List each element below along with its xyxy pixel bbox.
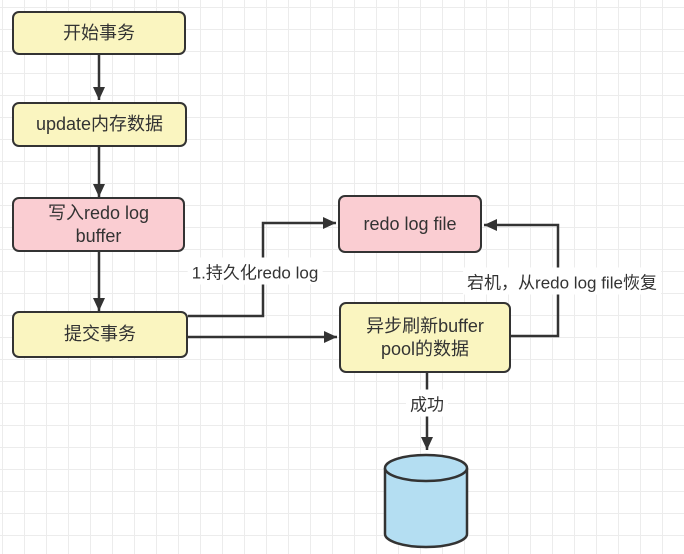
node-write-redo-log-buffer-label: 写入redo log buffer [47, 202, 150, 246]
edge-label-crash-recover: 宕机，从redo log file恢复 [463, 267, 661, 295]
node-async-flush-buffer-pool-label: 异步刷新buffer pool的数据 [366, 315, 484, 359]
node-update-memory[interactable]: update内存数据 [12, 102, 187, 147]
node-write-redo-log-buffer[interactable]: 写入redo log buffer [12, 197, 185, 252]
edge-label-persist-redo-log: 1.持久化redo log [187, 257, 323, 285]
node-start-transaction[interactable]: 开始事务 [12, 11, 186, 55]
node-redo-log-file-label: redo log file [363, 213, 457, 234]
node-start-transaction-label: 开始事务 [63, 22, 135, 43]
node-update-memory-label: update内存数据 [35, 114, 164, 134]
node-redo-log-file[interactable]: redo log file [338, 195, 482, 253]
edge-label-success: 成功 [406, 389, 448, 417]
node-commit-transaction[interactable]: 提交事务 [12, 311, 188, 358]
node-commit-transaction-label: 提交事务 [64, 324, 136, 344]
database-cylinder-icon[interactable] [383, 453, 469, 549]
node-async-flush-buffer-pool[interactable]: 异步刷新buffer pool的数据 [339, 302, 511, 373]
